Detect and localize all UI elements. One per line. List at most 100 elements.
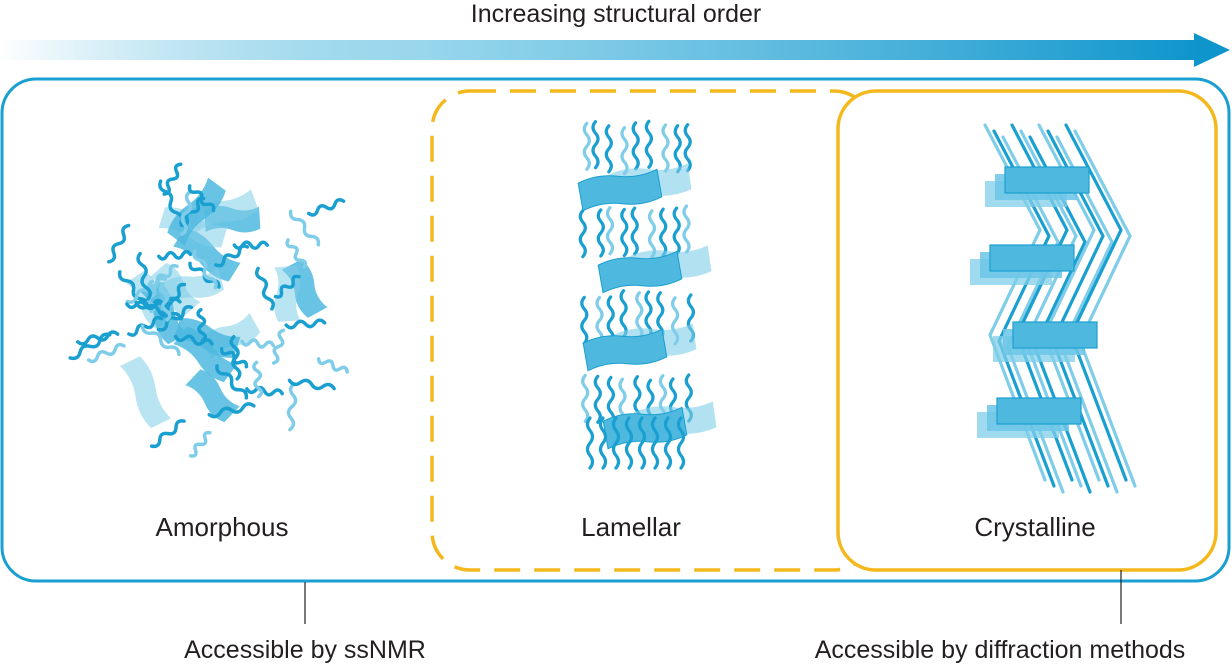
lamellar-fibril [585, 416, 595, 470]
amorphous-fibril [196, 307, 208, 343]
callout-diffraction: Accessible by diffraction methods [815, 636, 1186, 664]
lamellar-fibril [605, 206, 615, 256]
lamellar-fibril [659, 207, 668, 257]
amorphous-fibril [286, 381, 298, 432]
lamellar-fibril [663, 416, 673, 470]
lamellar-illustration [577, 119, 717, 470]
amorphous-fibril [149, 419, 186, 449]
lamellar-fibril [644, 119, 653, 169]
amorphous-sheet [173, 318, 241, 358]
lamellar-fibril [630, 206, 639, 256]
lamellar-fibril [624, 416, 634, 470]
amorphous-fibril [188, 430, 212, 458]
amorphous-fibril [214, 244, 250, 268]
amorphous-fibril [307, 197, 346, 217]
amorphous-fibril [284, 318, 327, 330]
order-arrow-head [1194, 33, 1230, 67]
lamellar-fibril [593, 374, 602, 424]
amorphous-fibril [179, 196, 206, 228]
lamellar-fibril [661, 123, 670, 173]
amorphous-fibril [285, 238, 308, 269]
amorphous-fibril [158, 179, 184, 225]
amorphous-fibril [192, 249, 218, 290]
crystalline-illustration [970, 123, 1137, 494]
lamellar-fibril [620, 207, 629, 258]
amorphous-fibril [107, 223, 131, 264]
lamellar-fibril [647, 209, 657, 259]
amorphous-fibril [136, 251, 152, 301]
lamellar-fibril [631, 121, 640, 171]
amorphous-fibril [125, 276, 167, 304]
lamellar-sheet [602, 406, 688, 450]
amorphous-fibril [156, 305, 194, 332]
amorphous-fibril [158, 282, 172, 322]
amorphous-fibril [140, 324, 181, 357]
ssnmr-region-frame [0, 77, 1231, 583]
lamellar-fibril [637, 416, 647, 470]
crystal-block [989, 244, 1075, 272]
lamellar-fibril [591, 120, 600, 170]
amorphous-fibril [127, 315, 164, 337]
amorphous-fibril [173, 334, 214, 346]
lamellar-fibril [611, 416, 621, 470]
crystal-block [996, 397, 1082, 425]
lamellar-fibril [606, 375, 615, 426]
lamellar-fibril [595, 295, 604, 345]
lamellar-fibril [606, 295, 615, 345]
amorphous-fibril [68, 332, 112, 361]
crystal-block [1004, 166, 1090, 194]
lamellar-sheet [582, 328, 668, 372]
amorphous-fibril [273, 274, 301, 299]
order-arrow-shaft [0, 40, 1200, 60]
lamellar-fibril [581, 373, 590, 423]
amorphous-fibril [157, 249, 193, 261]
lamellar-fibril [604, 124, 613, 174]
lamellar-fibril [650, 416, 660, 470]
amorphous-fibril [162, 162, 183, 196]
lamellar-fibril [683, 123, 692, 173]
lamellar-fibril [676, 416, 686, 470]
amorphous-fibril [252, 360, 264, 399]
lamellar-fibril [673, 124, 682, 174]
lamellar-fibril [682, 204, 691, 254]
panel-label-amorphous: Amorphous [156, 512, 289, 542]
order-arrow-label: Increasing structural order [471, 0, 761, 28]
lamellar-fibril [578, 209, 587, 259]
lamellar-fibril [620, 126, 629, 176]
amorphous-fibril [287, 378, 336, 391]
crystal-rod [1073, 129, 1137, 488]
amorphous-fibril [219, 346, 249, 369]
amorphous-fibril [86, 342, 126, 364]
lamellar-fibril [672, 206, 681, 256]
amorphous-fibril [240, 338, 276, 349]
amorphous-fibril [134, 300, 183, 321]
amorphous-fibril [316, 357, 349, 374]
amorphous-fibril [245, 385, 284, 397]
amorphous-fibril [125, 300, 166, 311]
crystal-block [1012, 321, 1098, 349]
lamellar-fibril [582, 121, 591, 171]
lamellar-fibril [596, 208, 605, 258]
crystal-rod [1064, 123, 1128, 482]
panel-label-lamellar: Lamellar [581, 512, 681, 542]
amorphous-illustration [68, 162, 349, 458]
amorphous-fibril [215, 364, 249, 400]
lamellar-sheet [577, 168, 663, 212]
lamellar-fibril [598, 416, 608, 470]
amorphous-fibril [187, 184, 216, 213]
lamellar-fibril [619, 289, 628, 339]
amorphous-fibril [254, 266, 275, 311]
amorphous-fibril [207, 402, 256, 419]
amorphous-fibril [180, 189, 193, 236]
amorphous-sheet [120, 356, 171, 429]
amorphous-fibril [288, 209, 321, 247]
amorphous-fibril [271, 328, 286, 365]
lamellar-sheet [597, 250, 683, 294]
panel-label-crystalline: Crystalline [974, 512, 1095, 542]
amorphous-fibril [117, 270, 150, 310]
amorphous-sheet [173, 227, 241, 282]
order-arrow [0, 33, 1230, 67]
callout-ssnmr: Accessible by ssNMR [184, 636, 426, 664]
lamellar-fibril [580, 295, 589, 345]
